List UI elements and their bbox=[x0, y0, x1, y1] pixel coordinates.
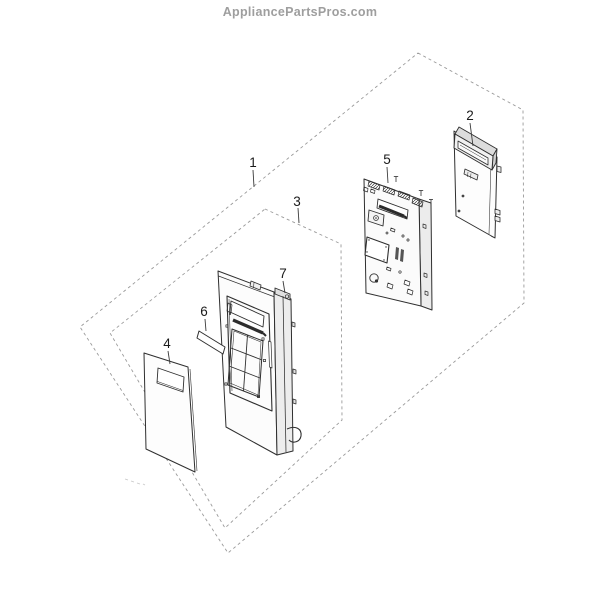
part-label-7: 7 bbox=[279, 266, 287, 281]
keypad-grid bbox=[224, 324, 266, 398]
part-label-3: 3 bbox=[293, 194, 301, 209]
part-callouts: 1 2 3 4 5 6 7 bbox=[163, 108, 474, 365]
display-slot bbox=[229, 300, 265, 328]
part-4-membrane-sheet bbox=[143, 352, 198, 473]
leader-line-2 bbox=[469, 122, 474, 147]
part-label-4: 4 bbox=[163, 336, 171, 351]
leader-line-1 bbox=[252, 169, 255, 188]
part-label-1: 1 bbox=[249, 155, 257, 170]
part-6-label-strip bbox=[196, 330, 226, 355]
leader-line-5 bbox=[386, 166, 389, 184]
callout-6: 6 bbox=[200, 304, 208, 332]
print-artifact bbox=[124, 478, 146, 486]
part-5-main-pcb bbox=[363, 176, 433, 311]
callout-7: 7 bbox=[279, 266, 287, 294]
callout-5: 5 bbox=[383, 152, 391, 184]
leader-line-6 bbox=[204, 318, 207, 332]
leader-line-7 bbox=[282, 280, 286, 294]
display-window bbox=[457, 140, 489, 166]
leader-line-3 bbox=[297, 207, 300, 224]
callout-3: 3 bbox=[293, 194, 301, 224]
watermark-text: AppliancePartsPros.com bbox=[222, 5, 378, 19]
part-2-display-board bbox=[453, 126, 502, 239]
callout-4: 4 bbox=[163, 336, 171, 365]
part-3-inner-boundary bbox=[109, 208, 343, 529]
callout-2: 2 bbox=[466, 108, 474, 147]
control-panel-assembly bbox=[217, 270, 278, 456]
callout-1: 1 bbox=[249, 155, 257, 188]
part-7-side-trim bbox=[273, 287, 302, 456]
part-label-6: 6 bbox=[200, 304, 208, 319]
part-label-5: 5 bbox=[383, 152, 391, 167]
part-label-2: 2 bbox=[466, 108, 474, 123]
part-1-outer-boundary bbox=[79, 52, 525, 554]
leader-line-4 bbox=[167, 350, 171, 365]
wire-hook bbox=[286, 426, 302, 443]
